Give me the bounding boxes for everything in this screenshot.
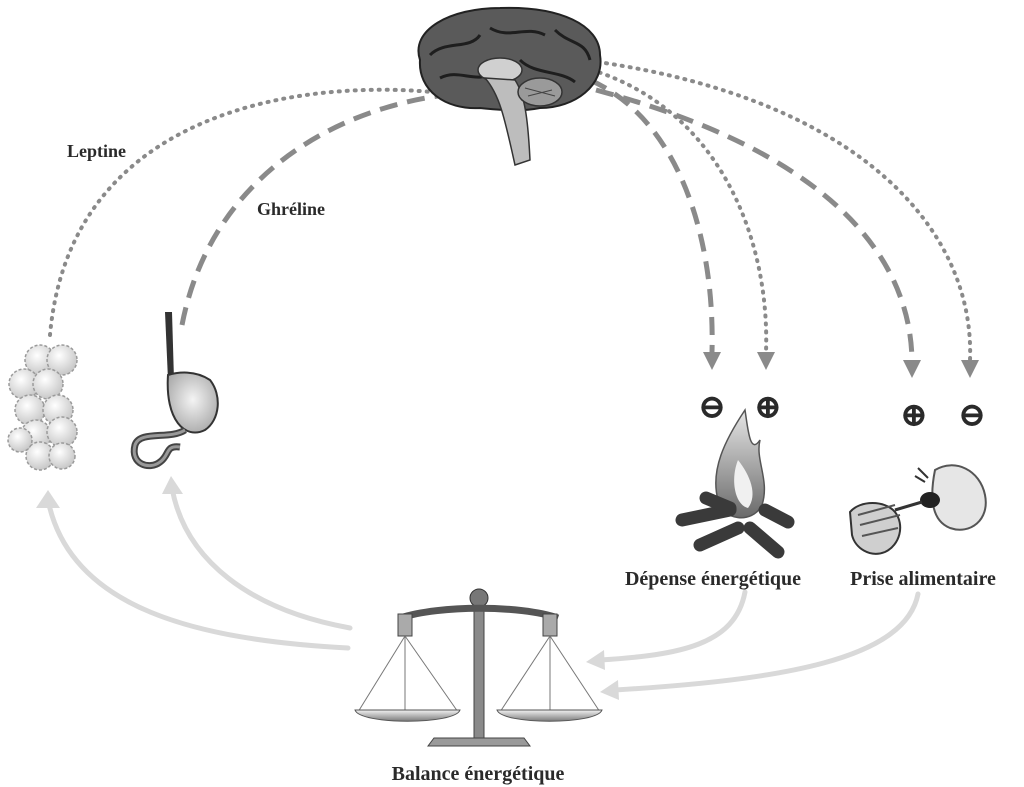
balance-to-fat-arrow bbox=[45, 497, 351, 651]
intake-minus-symbol: ⊖ bbox=[958, 397, 987, 434]
brain-to-intake-dashed-arrow bbox=[595, 87, 915, 361]
brain-to-expenditure-dotted-arrow bbox=[590, 68, 769, 354]
brain-icon bbox=[417, 6, 602, 166]
stomach-icon bbox=[130, 312, 219, 470]
balance-to-stomach-arrow bbox=[169, 485, 353, 631]
intake-plus-symbol: ⊕ bbox=[900, 397, 929, 434]
fat-cells-icon bbox=[7, 344, 78, 471]
leptin-label: Leptine bbox=[67, 141, 126, 161]
balance-label: Balance énergétique bbox=[392, 763, 565, 785]
intake-to-balance-arrow bbox=[612, 591, 921, 693]
feedback-arrows bbox=[36, 476, 921, 700]
eating-icon bbox=[848, 464, 987, 555]
expenditure-minus-symbol: ⊖ bbox=[698, 389, 727, 426]
ghrelin-pathway-arrow bbox=[179, 92, 446, 326]
balance-scale-icon bbox=[354, 588, 603, 747]
expenditure-plus-symbol: ⊕ bbox=[754, 389, 783, 426]
expenditure-to-balance-arrow bbox=[597, 589, 748, 663]
leptin-pathway-arrow bbox=[48, 87, 434, 337]
intake-label: Prise alimentaire bbox=[850, 568, 996, 590]
campfire-icon bbox=[675, 407, 795, 559]
ghrelin-label: Ghréline bbox=[257, 199, 325, 219]
brain-to-expenditure-dashed-arrow bbox=[588, 77, 715, 353]
brain-to-intake-dotted-arrow bbox=[596, 60, 973, 362]
expenditure-label: Dépense énergétique bbox=[625, 568, 801, 590]
